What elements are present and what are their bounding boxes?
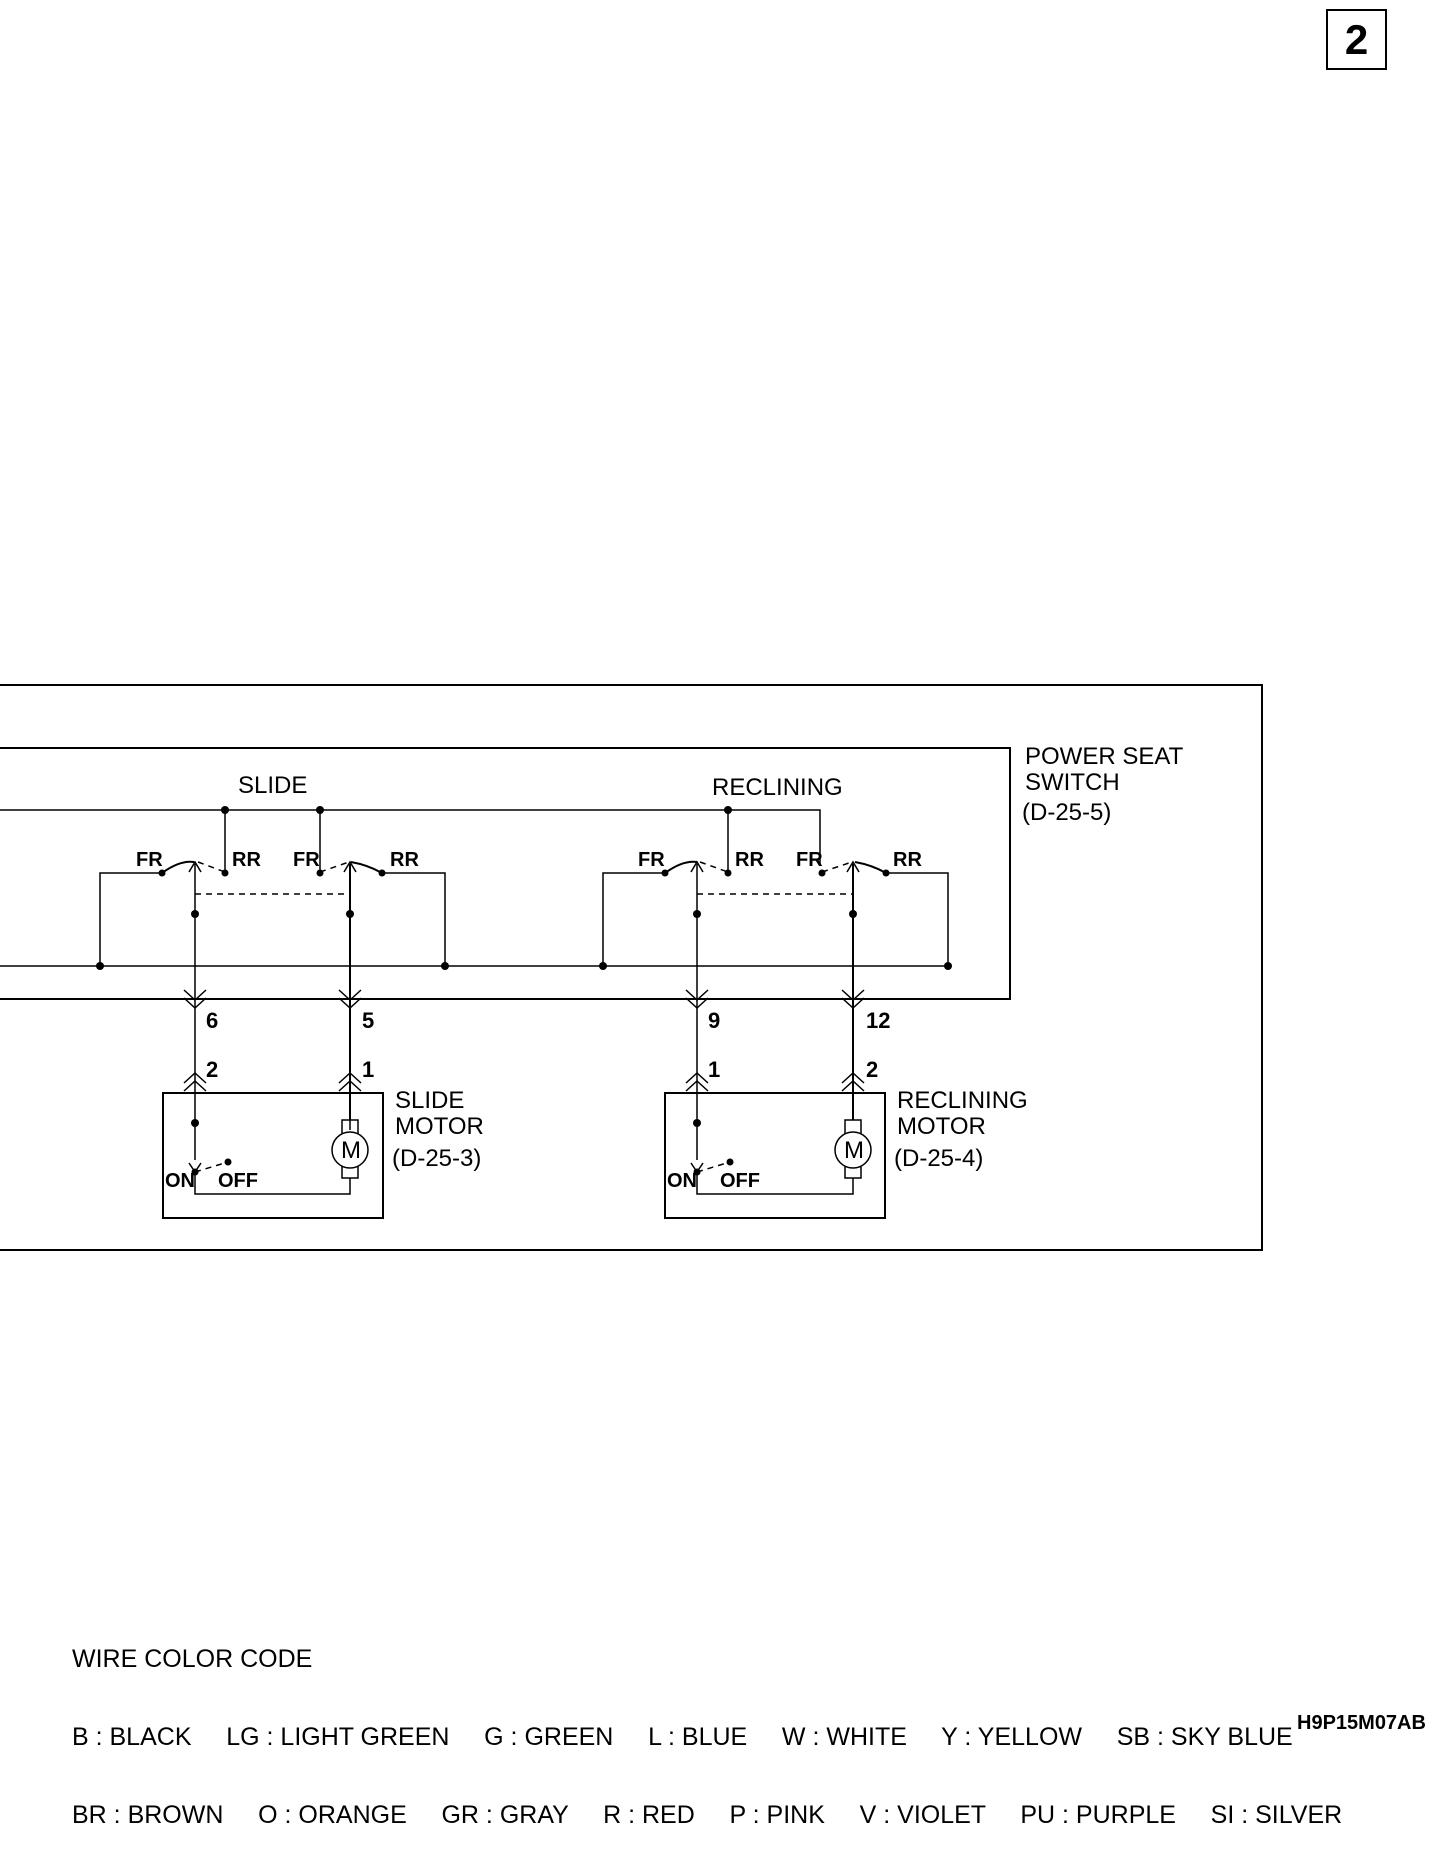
pin-switch-slide-b: 5: [362, 1008, 374, 1033]
switch-connector-chevrons: [183, 989, 865, 1010]
recl-motor-name-1: RECLINING: [897, 1087, 1028, 1114]
wiring-diagram: SLIDE RECLINING POWER SEAT SWITCH (D-25-…: [0, 684, 1263, 1251]
slide-rr-1: RR: [232, 849, 261, 871]
switch-connector: (D-25-5): [1022, 799, 1111, 826]
top-bus: [0, 809, 821, 866]
slide-motor-name-2: MOTOR: [395, 1113, 484, 1140]
reclining-switch-group: [599, 806, 952, 1160]
slide-label: SLIDE: [238, 772, 307, 799]
switch-box: [0, 747, 1011, 1000]
slide-motor-on: ON: [165, 1170, 195, 1192]
slide-fr-1: FR: [136, 849, 163, 871]
pin-switch-recl-b: 12: [866, 1008, 890, 1033]
pin-recl-motor-a: 1: [708, 1057, 720, 1082]
slide-rr-2: RR: [390, 849, 419, 871]
pin-slide-motor-b: 1: [362, 1057, 374, 1082]
slide-motor-off: OFF: [218, 1170, 258, 1192]
slide-motor-symbol: M: [341, 1137, 361, 1164]
switch-name-line2: SWITCH: [1025, 769, 1120, 796]
reclining-label: RECLINING: [712, 774, 843, 801]
legend-row-1: B : BLACK LG : LIGHT GREEN G : GREEN L :…: [72, 1723, 1293, 1751]
recl-fr-1: FR: [638, 849, 665, 871]
page-number: 2: [1326, 9, 1387, 70]
recl-motor-on: ON: [667, 1170, 697, 1192]
recl-motor-name-2: MOTOR: [897, 1113, 986, 1140]
reclining-motor: [664, 1092, 886, 1219]
switch-name-line1: POWER SEAT: [1025, 743, 1184, 770]
slide-motor: [162, 1092, 384, 1219]
legend-title: WIRE COLOR CODE: [72, 1645, 313, 1673]
diagram-code: H9P15M07AB: [1297, 1712, 1426, 1734]
pin-switch-slide-a: 6: [206, 1008, 218, 1033]
pin-recl-motor-b: 2: [866, 1057, 878, 1082]
wire-color-legend: WIRE COLOR CODE B : BLACK LG : LIGHT GRE…: [72, 1594, 1342, 1854]
pin-slide-motor-a: 2: [206, 1057, 218, 1082]
slide-motor-name-1: SLIDE: [395, 1087, 464, 1114]
recl-motor-connector: (D-25-4): [894, 1145, 983, 1172]
motor-connector-chevrons: [183, 1071, 865, 1092]
outer-frame: [0, 684, 1263, 1251]
slide-switch-group: [96, 806, 449, 1160]
recl-fr-2: FR: [796, 849, 823, 871]
legend-row-2: BR : BROWN O : ORANGE GR : GRAY R : RED …: [72, 1801, 1343, 1829]
recl-motor-off: OFF: [720, 1170, 760, 1192]
recl-rr-1: RR: [735, 849, 764, 871]
slide-fr-2: FR: [293, 849, 320, 871]
slide-motor-connector: (D-25-3): [392, 1145, 481, 1172]
recl-rr-2: RR: [893, 849, 922, 871]
recl-motor-symbol: M: [844, 1137, 864, 1164]
pin-switch-recl-a: 9: [708, 1008, 720, 1033]
